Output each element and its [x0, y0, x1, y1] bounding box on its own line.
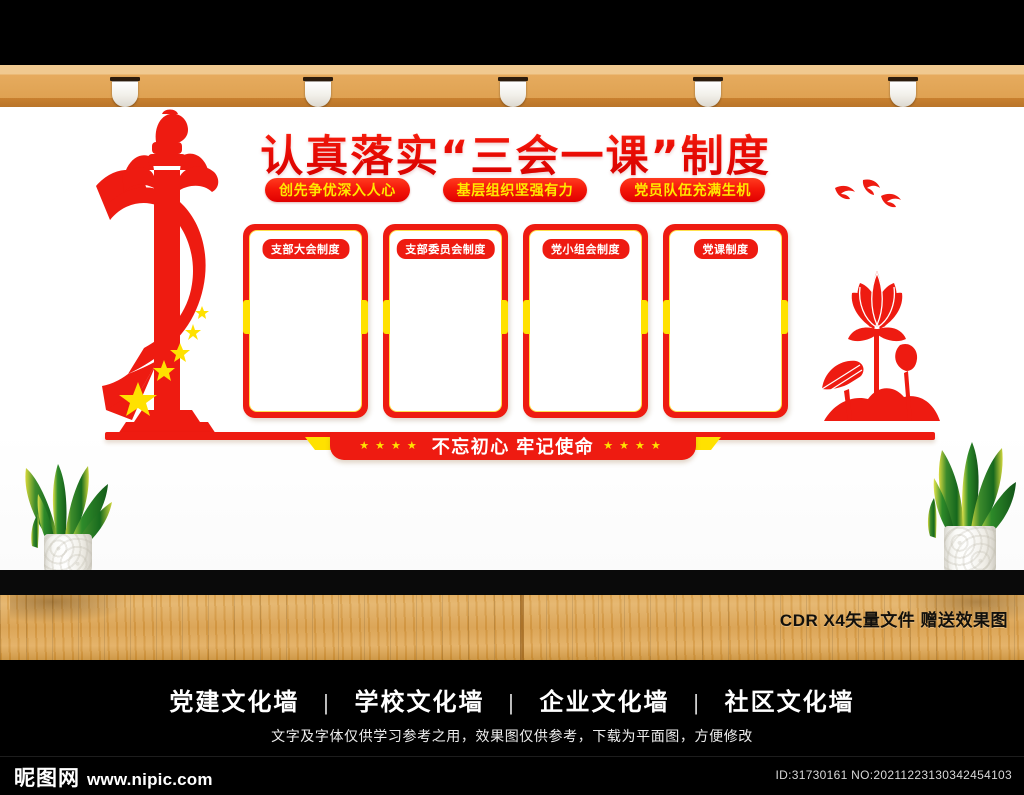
- quote-close: ”: [650, 132, 681, 182]
- stars-right-icon: ★★★★: [603, 439, 667, 452]
- ceiling-lamp-icon: [110, 77, 140, 107]
- panel-inner-border: [389, 230, 502, 412]
- ceiling-lamp-icon: [888, 77, 918, 107]
- content-panel: 党课制度: [663, 224, 788, 418]
- panel-yellow-tab-left: [523, 300, 530, 334]
- quote-open: “: [440, 132, 471, 182]
- floor-note-text: CDR X4矢量文件 赠送效果图: [779, 611, 1008, 630]
- tagline-pill: 基层组织坚强有力: [442, 178, 588, 202]
- panel-caption: 支部大会制度: [262, 239, 349, 259]
- panel-caption: 党课制度: [693, 239, 758, 259]
- panel-caption: 支部委员会制度: [396, 239, 495, 259]
- potted-plant-left: [8, 462, 128, 582]
- headline-suffix: 制度: [680, 133, 771, 181]
- ceiling-lamp-icon: [303, 77, 333, 107]
- pot-shadow-right: [905, 595, 1024, 623]
- panel-row: 支部大会制度 支部委员会制度 党小组会制度 党课制度: [243, 224, 788, 418]
- headline-prefix: 认真落实: [260, 133, 441, 181]
- footer-disclaimer: 文字及字体仅供学习参考之用，效果图仅供参考，下载为平面图，方便修改: [271, 728, 753, 744]
- footer-category-row: 党建文化墙 | 学校文化墙 | 企业文化墙 | 社区文化墙: [0, 682, 1024, 717]
- floor-seam: [522, 595, 524, 660]
- footer-separator: |: [508, 690, 516, 715]
- footer-category[interactable]: 社区文化墙: [724, 689, 855, 716]
- panel-yellow-tab-right: [501, 300, 508, 334]
- panel-inner-border: [529, 230, 642, 412]
- brand-name-cn: 昵图网: [14, 767, 80, 790]
- tagline-pill-row: 创先争优深入人心 基层组织坚强有力 党员队伍充满生机: [265, 178, 765, 202]
- pot-shadow-left: [10, 595, 130, 623]
- stars-left-icon: ★★★★: [359, 439, 423, 452]
- ceiling-lamp-icon: [498, 77, 528, 107]
- page-title: 认真落实“三会一课”制度: [243, 122, 788, 184]
- panel-yellow-tab-right: [781, 300, 788, 334]
- headline-quoted: 三会一课: [470, 133, 651, 181]
- content-panel: 支部大会制度: [243, 224, 368, 418]
- potted-plant-right: [918, 440, 1022, 582]
- top-black-band: [0, 0, 1024, 65]
- footer-category[interactable]: 企业文化墙: [539, 689, 670, 716]
- footer-panel: 党建文化墙 | 学校文化墙 | 企业文化墙 | 社区文化墙 文字及字体仅供学习参…: [0, 660, 1024, 795]
- footer-separator: |: [323, 690, 331, 715]
- footer-separator: |: [693, 690, 701, 715]
- footer-category[interactable]: 学校文化墙: [354, 689, 485, 716]
- panel-yellow-tab-left: [383, 300, 390, 334]
- asset-id-no: ID:31730161 NO:20211223130342454103: [775, 768, 1012, 782]
- panel-yellow-tab-right: [361, 300, 368, 334]
- site-brand[interactable]: 昵图网 www.nipic.com: [14, 762, 213, 792]
- floor-seam: [520, 595, 522, 660]
- panel-inner-border: [669, 230, 782, 412]
- huabiao-monument-icon: [92, 108, 242, 438]
- wooden-floor: [0, 595, 1024, 660]
- tagline-pill: 创先争优深入人心: [265, 178, 410, 202]
- ceiling-lamp-icon: [693, 77, 723, 107]
- panel-yellow-tab-left: [243, 300, 250, 334]
- brand-url[interactable]: www.nipic.com: [87, 770, 213, 789]
- panel-yellow-tab-right: [641, 300, 648, 334]
- lotus-flower-icon: [820, 243, 945, 438]
- footer-divider: [0, 756, 1024, 757]
- panel-yellow-tab-left: [663, 300, 670, 334]
- slogan-banner: ★★★★ 不忘初心 牢记使命 ★★★★: [330, 432, 696, 460]
- panel-caption: 党小组会制度: [542, 239, 629, 259]
- content-panel: 支部委员会制度: [383, 224, 508, 418]
- swallow-birds-icon: [833, 178, 913, 218]
- baseboard: [0, 570, 1024, 595]
- footer-category[interactable]: 党建文化墙: [169, 689, 300, 716]
- tagline-pill: 党员队伍充满生机: [620, 178, 765, 202]
- content-panel: 党小组会制度: [523, 224, 648, 418]
- slogan-text: 不忘初心 牢记使命: [431, 437, 595, 457]
